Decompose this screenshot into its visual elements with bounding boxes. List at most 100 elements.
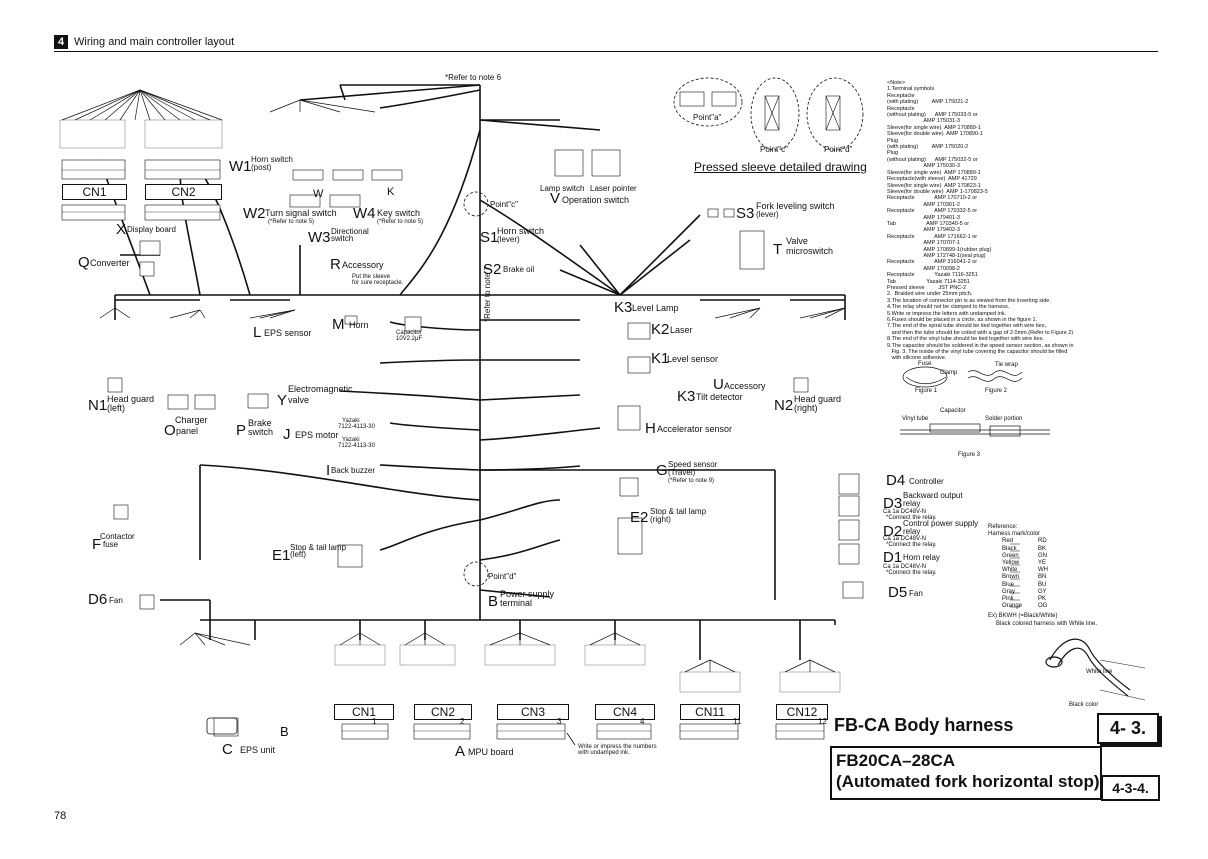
x-name: Display board [127, 225, 176, 234]
note-line: Sleeve(for double wire) AMP 1-170823-5 [887, 188, 988, 195]
mpu-cn3: CN3 [497, 704, 569, 720]
e1-code: E1 [272, 547, 291, 564]
b-name2: terminal [500, 598, 533, 608]
color-name: Blue [1002, 581, 1015, 588]
o-name2: panel [176, 426, 199, 436]
k3b-name: Tilt detector [696, 392, 743, 402]
point-c2-label: Point"c" [760, 145, 788, 154]
d2-name2: relay [903, 527, 921, 536]
color-code: YE [1038, 560, 1047, 567]
m-code: M [332, 316, 345, 333]
v-lamp: Lamp switch [540, 184, 585, 193]
a-note2: with undamped ink. [578, 750, 630, 756]
note-line: Receptacle [887, 105, 915, 112]
b-code: B [488, 593, 499, 610]
l-name: EPS sensor [264, 328, 312, 338]
capacitor-fig-label: Capacitor [940, 408, 966, 414]
y-name2: valve [288, 395, 310, 405]
mpu-cn1: CN1 [334, 704, 394, 720]
note-line: (without plating) AMP 175032-5 or [887, 156, 978, 163]
l-code: L [253, 324, 262, 341]
k3-code: K3 [614, 299, 633, 316]
s3-sub: (lever) [756, 210, 779, 219]
capacitor-label: Capacitor [396, 330, 422, 336]
note-line: Sleeve(for single wire) AMP 170823-1 [887, 182, 981, 189]
note-line: Sleeve(for single wire) AMP 170889-1 [887, 124, 981, 131]
u-name: Accessory [724, 381, 766, 391]
t-code: T [773, 241, 783, 258]
model-line1: FB20CA–28CA [836, 751, 956, 770]
color-name: Green [1002, 552, 1019, 559]
note-line: with silicone adhesive. [887, 355, 947, 362]
s3-code: S3 [736, 205, 755, 222]
v-code: V [550, 190, 561, 207]
n2-sub: (right) [794, 403, 818, 413]
e1-name: Stop & tail lamp [290, 543, 347, 552]
clamp-label: Clamp [940, 370, 958, 376]
j-name: EPS motor [295, 430, 339, 440]
color-name: Yellow [1002, 560, 1020, 567]
j-part2: 7122-4113-30 [338, 443, 375, 449]
note-line: and then the tube should be coiled with … [887, 329, 1074, 336]
note-line: 9.The capacitor should be soldered in th… [887, 342, 1074, 349]
note-line: (with plating) AMP 175021-2 [887, 99, 969, 106]
note-line: Receptacle(with sleeve) AMP 41729 [887, 176, 977, 183]
color-name: White [1002, 567, 1018, 574]
note-line: 3.The location of connector pin is as vi… [887, 297, 1051, 304]
k2-name: Laser [670, 325, 693, 335]
y-code: Y [277, 392, 288, 409]
b-name: Power supply [500, 589, 555, 599]
c-name: EPS unit [240, 745, 276, 755]
f-name: Contactor [100, 532, 135, 541]
point-d2-label: Point"d" [824, 145, 853, 154]
w4-note: (*Refer to note 5) [377, 219, 424, 225]
figure1-label: Figure 1 [915, 388, 938, 394]
note-line: Receptacle Yazaki 7116-3251 [887, 272, 978, 279]
mpu-cn2-num: 2 [460, 717, 465, 726]
t-name2: microswitch [786, 246, 834, 256]
n2-code: N2 [774, 397, 794, 414]
n1-sub: (left) [107, 403, 125, 413]
color-code: GN [1038, 552, 1047, 559]
d3-note: *Connect the relay. [886, 515, 937, 521]
a-note1: Write or impress the numbers [578, 744, 657, 750]
reference-example2: Black colored harness with White line. [996, 620, 1098, 627]
color-name: Orange [1002, 603, 1023, 610]
k3b-code: K3 [677, 388, 696, 405]
r-note1: Put the sleeve [352, 274, 391, 280]
mpu-cn2: CN2 [414, 704, 472, 720]
s1-code: S1 [480, 229, 499, 246]
j-part1: 7122-4113-30 [338, 424, 375, 430]
g-code: G [656, 462, 668, 479]
j-yazaki2: Yazaki [342, 437, 360, 443]
m-name: Horn [349, 320, 369, 330]
color-code: BN [1038, 574, 1047, 581]
c-b-label: B [280, 724, 289, 739]
d3-name: Backward output [903, 491, 963, 500]
note-line: Receptacle AMP 316041-2 or [887, 259, 978, 266]
a-code: A [455, 743, 466, 760]
note-line: AMP 175030-3 [887, 163, 960, 170]
color-name: Pink [1002, 596, 1014, 603]
v-laser: Laser pointer [590, 184, 637, 193]
n2-name: Head guard [794, 394, 842, 404]
header-rule [54, 51, 1158, 52]
notes-title: <Note> [887, 80, 906, 86]
s2-code: S2 [483, 261, 502, 278]
note-line: Pressed sleeve JST PNC-2 [887, 285, 967, 291]
w3-code: W3 [308, 229, 331, 246]
v-name: Operation switch [562, 195, 630, 205]
w4-code: W4 [353, 205, 376, 222]
color-name: Gray [1002, 588, 1016, 595]
h-name: Accelerator sensor [657, 424, 733, 434]
w3-name: Directional [331, 227, 369, 236]
color-code: BU [1038, 581, 1047, 588]
n1-code: N1 [88, 397, 108, 414]
e2-sub: (right) [650, 515, 671, 524]
reference-subtitle: Harness mark/color [988, 531, 1041, 538]
chapter-badge: 4 [54, 35, 68, 49]
